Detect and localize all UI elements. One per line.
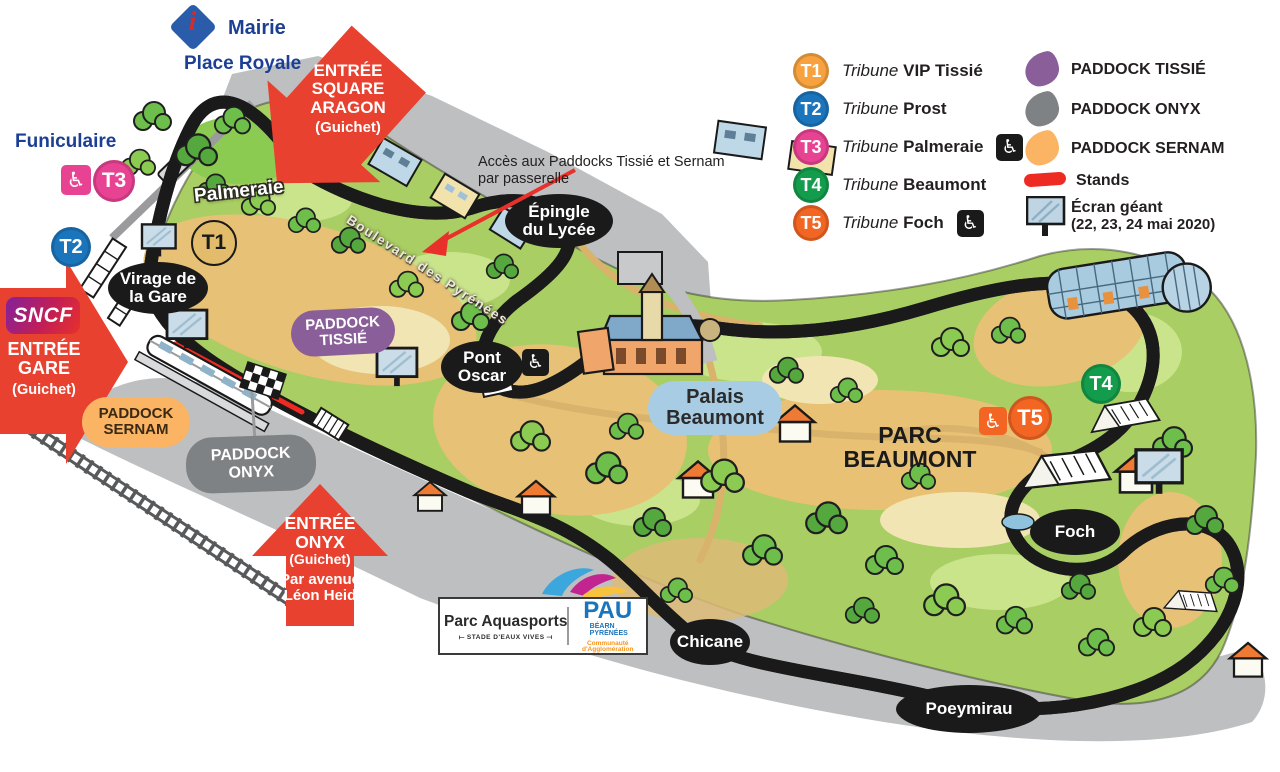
- map-badge-t2: T2: [51, 227, 91, 267]
- passerelle-bridge: [310, 406, 350, 442]
- pau-city-label: PAU: [583, 596, 633, 624]
- parc-aquasports-tagline: ⟝ STADE D'EAUX VIVES ⟞: [458, 633, 553, 641]
- legend-row-t1: T1 Tribune VIP Tissié: [793, 53, 983, 89]
- lower-gray-band: [60, 378, 1266, 742]
- legend-badge-t2: T2: [793, 91, 829, 127]
- entrance-square-aragon-label: ENTRÉE SQUARE ARAGON (Guichet): [310, 61, 386, 137]
- legend-t5-accessible-icon: ♿: [956, 209, 984, 237]
- pau-region-line2: PYRÉNÉES: [589, 630, 628, 638]
- legend-row-t3: T3 Tribune Palmeraie ♿: [793, 129, 1024, 165]
- entrance-onyx-arrow: [252, 484, 388, 626]
- legend-row-t2: T2 Tribune Prost: [793, 91, 947, 127]
- legend-screen-icon: [1026, 196, 1066, 238]
- legend-row-t4: T4 Tribune Beaumont: [793, 167, 986, 203]
- funiculaire-label: Funiculaire: [15, 131, 117, 152]
- pau-region-line1: BÉARN: [589, 623, 615, 631]
- corner-poeymirau: Poeymirau: [896, 685, 1042, 733]
- palais-beaumont-building: [576, 272, 722, 376]
- sncf-logo: SNCF: [6, 297, 80, 334]
- mairie-label: Mairie: [228, 17, 286, 39]
- pont-oscar-accessible-icon: ♿: [522, 349, 549, 376]
- entrance-gare-label: ENTRÉE GARE (Guichet): [7, 339, 81, 398]
- railway-track: [0, 401, 295, 607]
- pau-org-label: Communauté d'Agglomération: [582, 639, 634, 653]
- legend-paddock-tissie-label: PADDOCK TISSIÉ: [1071, 61, 1206, 78]
- legend-badge-t1: T1: [793, 53, 829, 89]
- legend-badge-t3: T3: [793, 129, 829, 165]
- map-badge-t4: T4: [1081, 364, 1121, 404]
- corner-foch: Foch: [1030, 509, 1120, 555]
- place-royale-label: Place Royale: [184, 53, 302, 74]
- pau-logo-swoosh: [542, 568, 628, 600]
- legend-ecran-dates: (22, 23, 24 mai 2020): [1071, 216, 1216, 233]
- legend-ecran-label: Écran géant: [1071, 199, 1163, 216]
- map-badge-t3: T3: [93, 160, 135, 202]
- parc-aquasports-name: Parc Aquasports: [444, 612, 568, 630]
- passerelle-note: Accès aux Paddocks Tissié et Sernam par …: [478, 154, 725, 188]
- map-badge-t5: T5: [1008, 396, 1052, 440]
- legend-t3-accessible-icon: ♿: [996, 133, 1024, 161]
- map-badge-t1: T1: [191, 220, 237, 266]
- entrance-onyx-label: ENTRÉE ONYX (Guichet) Par avenue Léon He…: [279, 513, 361, 605]
- house: [1228, 641, 1268, 678]
- train-station: [133, 334, 273, 433]
- map-t5-accessible-icon: ♿: [979, 407, 1007, 435]
- corner-chicane: Chicane: [670, 619, 750, 665]
- passerelle-arrow: [422, 168, 576, 256]
- entrance-square-aragon-arrow: [267, 25, 426, 184]
- legend-paddock-onyx-label: PADDOCK ONYX: [1071, 101, 1201, 118]
- legend-row-t5: T5 Tribune Foch ♿: [793, 205, 984, 241]
- legend-badge-t5: T5: [793, 205, 829, 241]
- pond: [1001, 513, 1035, 531]
- legend-paddock-sernam-label: PADDOCK SERNAM: [1071, 140, 1225, 157]
- parc-aquasports-logo: Parc Aquasports ⟝ STADE D'EAUX VIVES ⟞ P…: [438, 597, 648, 655]
- legend-stands-label: Stands: [1076, 172, 1130, 189]
- sncf-logo-text: SNCF: [13, 303, 73, 327]
- map-t3-accessible-icon: ♿: [61, 165, 91, 195]
- glass-stadium: [1045, 251, 1212, 320]
- info-icon-letter: i: [188, 6, 197, 37]
- legend-badge-t4: T4: [793, 167, 829, 203]
